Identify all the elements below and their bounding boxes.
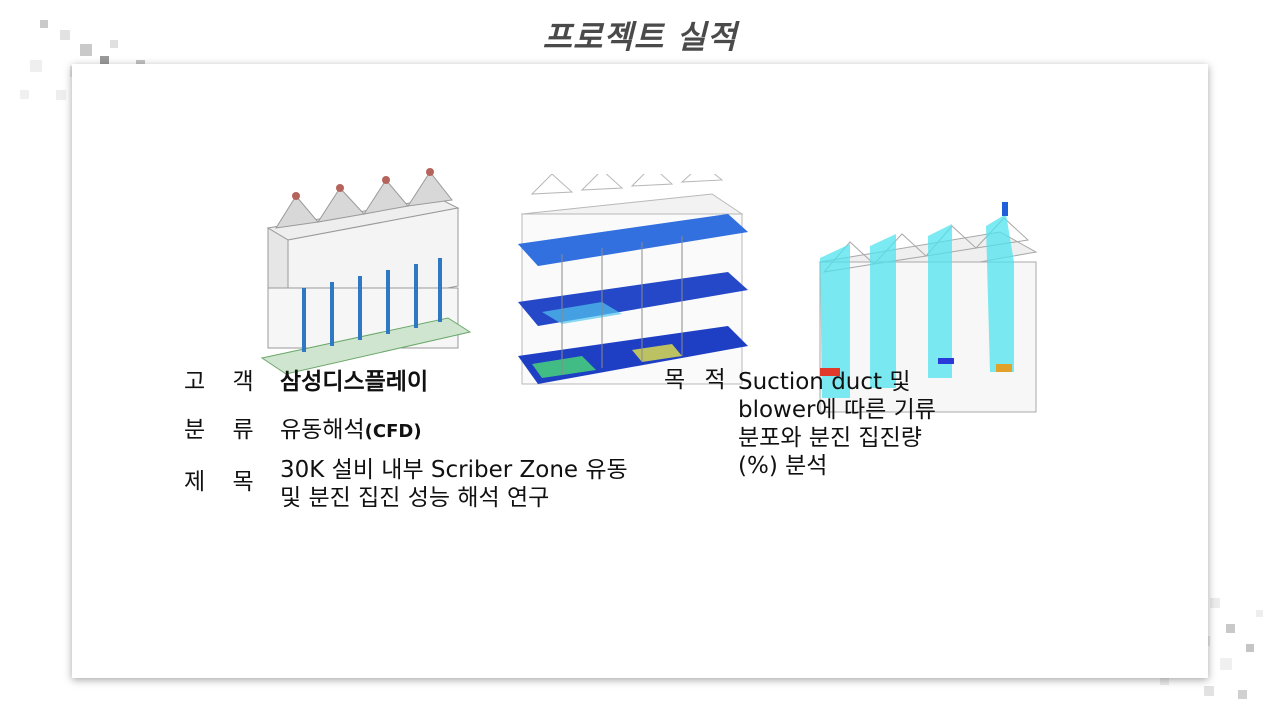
purpose-line-2: blower에 따른 기류: [738, 397, 936, 423]
purpose-label: 목 적: [664, 367, 732, 393]
cfd-velocity-contour-image: [518, 174, 748, 385]
cfd-airflow-streamline-image: [818, 202, 1038, 413]
purpose-line-4: (%) 분석: [738, 453, 828, 479]
category-text: 유동해석: [280, 417, 365, 443]
client-value: 삼성디스플레이: [280, 369, 429, 395]
client-label: 고 객: [184, 369, 264, 395]
purpose-line-3: 분포와 분진 집진량: [738, 425, 922, 451]
subject-label: 제 목: [184, 469, 264, 495]
slide-title: 프로젝트 실적: [542, 18, 738, 56]
category-cfd: (CFD): [364, 421, 422, 442]
subject-line-2: 및 분진 집진 성능 해석 연구: [280, 485, 550, 511]
purpose-value: Suction duct 및 blower에 따른 기류 분포와 분진 집진량 …: [738, 368, 968, 480]
subject-line-1: 30K 설비 내부 Scriber Zone 유동: [280, 457, 628, 483]
category-value: 유동해석(CFD): [280, 416, 422, 446]
content-panel: 고 객 삼성디스플레이 분 류 유동해석(CFD) 제 목 30K 설비 내부 …: [72, 64, 1208, 678]
equipment-3d-model-image: [260, 168, 472, 375]
purpose-line-1: Suction duct 및: [738, 369, 911, 395]
subject-value: 30K 설비 내부 Scriber Zone 유동 및 분진 집진 성능 해석 …: [280, 456, 650, 512]
category-label: 분 류: [184, 417, 264, 443]
